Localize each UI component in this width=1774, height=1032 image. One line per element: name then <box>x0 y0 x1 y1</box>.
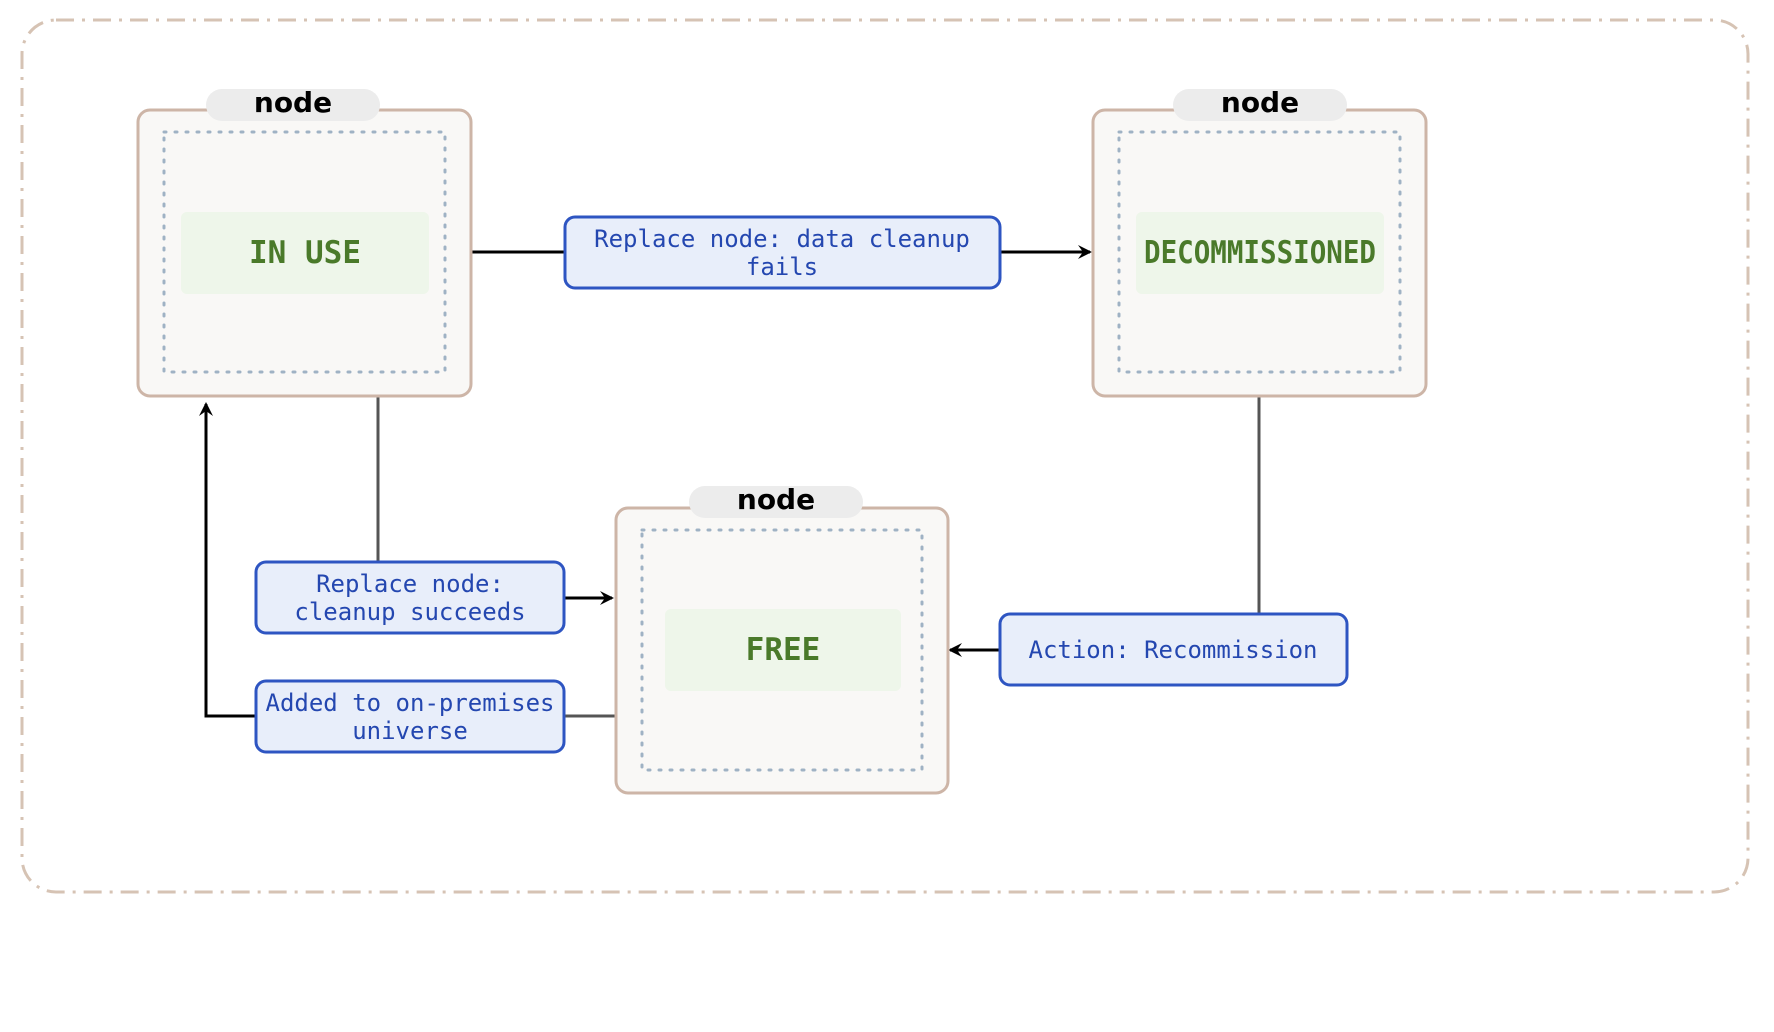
transition-label-line: universe <box>352 717 468 745</box>
transition-label-line: fails <box>746 253 818 281</box>
node-title-pill <box>1173 89 1347 121</box>
arrow-to-in-use <box>199 402 256 718</box>
node-inner-border <box>640 528 924 772</box>
node-title-pill <box>206 89 380 121</box>
node-free: node FREE <box>614 483 950 795</box>
transition-box <box>254 679 566 754</box>
state-label: IN USE <box>249 235 361 271</box>
state-badge <box>1136 212 1384 294</box>
state-badge <box>665 609 901 691</box>
transition-label-line: Action: Recommission <box>1029 636 1318 664</box>
node-inner-border <box>1117 130 1402 374</box>
state-label: FREE <box>746 632 821 668</box>
node-title: node <box>737 483 815 516</box>
transition-added-to-universe: Added to on-premises universe <box>254 679 566 754</box>
transition-box <box>254 560 566 635</box>
node-in-use: node IN USE <box>136 86 473 398</box>
transition-label-line: Added to on-premises <box>266 689 555 717</box>
state-label: DECOMMISSIONED <box>1144 235 1376 271</box>
node-title-pill <box>689 486 863 518</box>
state-badge <box>181 212 429 294</box>
transition-recommission: Action: Recommission <box>998 612 1349 687</box>
connectors <box>199 245 1261 718</box>
transition-box <box>998 612 1349 687</box>
transition-label-line: Replace node: <box>316 570 504 598</box>
transition-label-line: Replace node: data cleanup <box>594 225 970 253</box>
transition-replace-fails: Replace node: data cleanup fails <box>563 215 1002 290</box>
node-decommissioned: node DECOMMISSIONED <box>1091 86 1428 398</box>
transition-label-line: cleanup succeeds <box>294 598 525 626</box>
transition-replace-succeeds: Replace node: cleanup succeeds <box>254 560 566 635</box>
node-title: node <box>1221 86 1299 119</box>
node-inner-border <box>162 130 447 374</box>
transition-box <box>563 215 1002 290</box>
node-title: node <box>254 86 332 119</box>
diagram-frame <box>20 18 1750 894</box>
